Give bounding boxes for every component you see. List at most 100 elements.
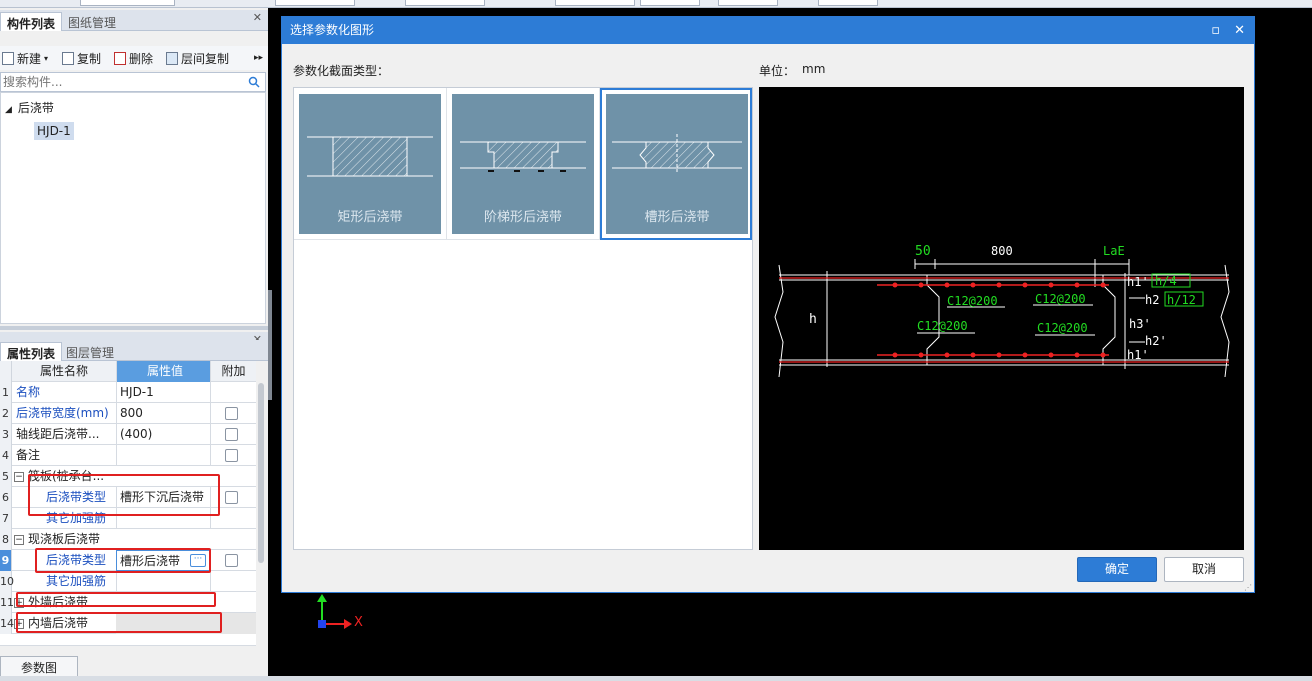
close-icon[interactable]: ✕	[1234, 23, 1245, 38]
shape-label: 槽形后浇带	[644, 210, 710, 225]
cad-rebar-label: C12@200	[1037, 321, 1088, 335]
top-toolbar-strip	[0, 0, 1312, 8]
groove-shape-icon	[612, 134, 742, 174]
dropdown-arrow-icon: ▾	[44, 53, 49, 63]
delete-icon	[114, 51, 126, 65]
property-group-row[interactable]: 11 +外墙后浇带	[0, 592, 256, 613]
cad-preview: 50 800 LaE h h1' h/4 h2 h/12 h3' h2' h1'…	[759, 87, 1244, 550]
status-bar	[0, 676, 1312, 681]
cad-dim-50: 50	[915, 244, 931, 259]
property-header-row: 属性名称 属性值 附加	[0, 361, 256, 382]
left-panel: 构件列表 图纸管理 ✕ 新建▾ 复制 删除 层间复制 ▸▸ ◢后浇带 HJD-1…	[0, 8, 268, 681]
rect-shape-icon	[307, 136, 433, 177]
top-field[interactable]	[405, 0, 485, 6]
collapse-icon[interactable]: ◢	[5, 105, 12, 115]
cad-dim-lae: LaE	[1103, 244, 1125, 258]
component-search	[0, 72, 266, 92]
tree-node-hjd-1[interactable]: HJD-1	[34, 122, 74, 140]
unit-value: mm	[802, 62, 826, 76]
component-panel-header: 构件列表 图纸管理 ✕	[0, 10, 268, 31]
cad-rebar-label: C12@200	[917, 319, 968, 333]
collapse-icon[interactable]: −	[14, 534, 24, 545]
highlight-box	[35, 548, 211, 573]
dock-handle[interactable]	[268, 290, 272, 400]
top-field[interactable]	[80, 0, 175, 6]
extra-checkbox[interactable]	[225, 407, 238, 420]
component-toolbar: 新建▾ 复制 删除 层间复制 ▸▸	[0, 46, 268, 70]
shape-list: 矩形后浇带 阶梯形后浇带	[293, 87, 753, 550]
column-name: 属性名称	[39, 364, 88, 378]
component-tree: ◢后浇带 HJD-1	[0, 92, 266, 324]
floor-copy-button[interactable]: 层间复制	[166, 49, 229, 67]
property-row[interactable]: 4 备注	[0, 445, 256, 466]
highlight-box	[28, 474, 220, 516]
copy-button[interactable]: 复制	[62, 49, 101, 67]
cad-h1-top: h1'	[1127, 275, 1149, 289]
cad-h12: h/12	[1167, 293, 1196, 307]
tab-layer-management[interactable]: 图层管理	[66, 346, 115, 360]
cad-h1-bot: h1'	[1127, 348, 1149, 362]
delete-button[interactable]: 删除	[114, 49, 153, 67]
property-row[interactable]: 2 后浇带宽度(mm) 800	[0, 403, 256, 424]
extra-checkbox[interactable]	[225, 554, 238, 567]
extra-checkbox[interactable]	[225, 449, 238, 462]
stepped-shape-icon	[460, 141, 586, 172]
close-icon[interactable]: ✕	[253, 333, 262, 346]
property-scrollbar[interactable]	[256, 363, 266, 653]
top-field[interactable]	[818, 0, 878, 6]
ok-button[interactable]: 确定	[1077, 557, 1157, 582]
property-group-row[interactable]: 8 −现浇板后浇带	[0, 529, 256, 550]
close-icon[interactable]: ✕	[252, 11, 262, 24]
tree-node-root[interactable]: ◢后浇带	[5, 101, 54, 115]
top-field[interactable]	[555, 0, 635, 6]
shape-label: 矩形后浇带	[337, 210, 403, 225]
property-panel-header: 属性列表 图层管理	[0, 340, 268, 361]
expand-icon[interactable]: +	[14, 618, 24, 629]
extra-checkbox[interactable]	[225, 428, 238, 441]
scroll-thumb[interactable]	[258, 383, 264, 563]
highlight-box	[16, 612, 222, 633]
property-row[interactable]: 9 后浇带类型 槽形后浇带···	[0, 550, 256, 571]
top-field[interactable]	[640, 0, 700, 6]
top-field[interactable]	[275, 0, 355, 6]
new-icon	[2, 51, 14, 65]
axis-x-label: X	[354, 615, 363, 630]
cad-dim-h: h	[809, 312, 817, 327]
property-group-row[interactable]: 5 −筏板(桩承台...	[0, 466, 256, 487]
cad-drawing: 50 800 LaE h h1' h/4 h2 h/12 h3' h2' h1'…	[774, 244, 1230, 378]
property-row[interactable]: 3 轴线距后浇带... (400)	[0, 424, 256, 445]
dialog-titlebar: 选择参数化图形 ▫ ✕	[282, 17, 1254, 44]
resize-grip-icon[interactable]: ⋰	[1244, 583, 1252, 592]
search-icon[interactable]	[248, 76, 260, 88]
top-field[interactable]	[718, 0, 778, 6]
shape-groove[interactable]: 槽形后浇带	[600, 88, 752, 240]
ellipsis-button[interactable]: ···	[190, 554, 206, 567]
shape-label: 阶梯形后浇带	[483, 210, 562, 225]
property-row[interactable]: 1 名称 HJD-1	[0, 382, 256, 403]
column-value: 属性值	[116, 361, 210, 382]
property-row[interactable]: 10 其它加强筋	[0, 571, 256, 592]
column-extra: 附加	[210, 361, 256, 382]
property-row-partial	[0, 634, 256, 646]
shape-rect[interactable]: 矩形后浇带	[294, 88, 447, 240]
dialog-title: 选择参数化图形	[290, 23, 375, 37]
new-button[interactable]: 新建▾	[2, 49, 48, 67]
more-icon[interactable]: ▸▸	[254, 53, 264, 63]
unit-label: 单位：	[759, 64, 796, 78]
tab-component-list[interactable]: 构件列表	[0, 12, 63, 31]
search-input[interactable]	[1, 73, 241, 91]
cad-h4: h/4	[1155, 274, 1177, 288]
panel-splitter[interactable]	[0, 326, 268, 330]
collapse-icon[interactable]: −	[14, 471, 24, 482]
tab-drawing-management[interactable]: 图纸管理	[68, 16, 117, 30]
property-row[interactable]: 6 后浇带类型 槽形下沉后浇带	[0, 487, 256, 508]
cancel-button[interactable]: 取消	[1164, 557, 1244, 582]
expand-icon[interactable]: +	[14, 597, 24, 608]
tab-property-list[interactable]: 属性列表	[0, 342, 63, 361]
shape-stepped[interactable]: 阶梯形后浇带	[447, 88, 600, 240]
cad-h2-top: h2	[1145, 293, 1159, 307]
extra-checkbox[interactable]	[225, 491, 238, 504]
axis-indicator	[317, 594, 352, 629]
property-group-row[interactable]: 14 +内墙后浇带	[0, 613, 256, 634]
maximize-icon[interactable]: ▫	[1211, 23, 1220, 38]
